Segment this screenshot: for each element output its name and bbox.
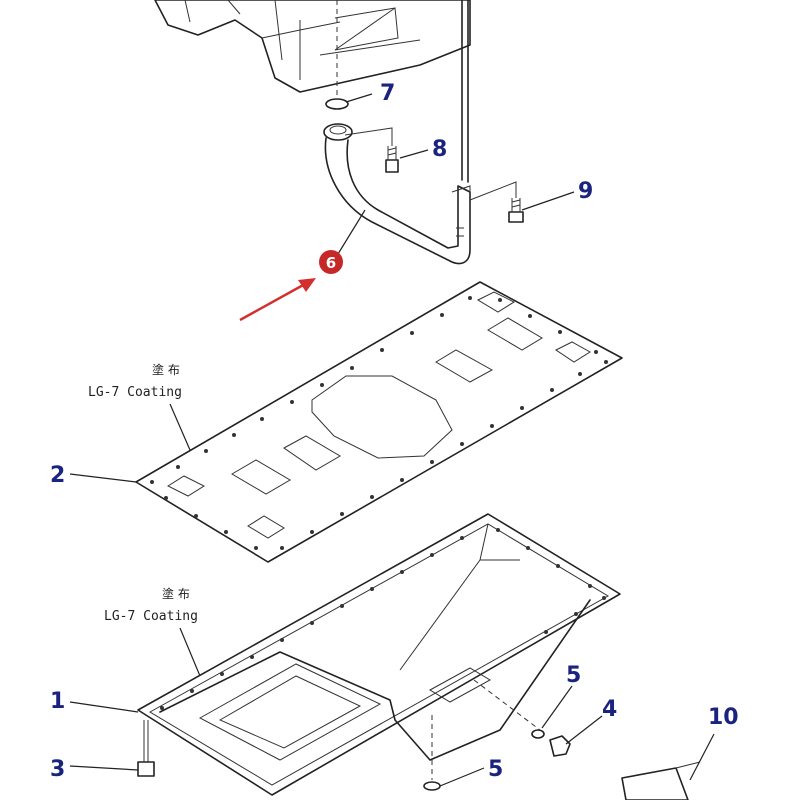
callout-8: 8 [432, 137, 447, 162]
gasket-2 [135, 281, 623, 563]
washer-5-bottom [423, 781, 441, 791]
bolt-8 [344, 127, 399, 173]
part-10-block [621, 761, 701, 800]
callout-3: 3 [50, 757, 65, 782]
callout-10: 10 [708, 705, 739, 730]
bolt-3 [137, 720, 155, 777]
suction-pipe-6 [323, 123, 471, 265]
callout-2: 2 [50, 463, 65, 488]
callout-7: 7 [380, 81, 395, 106]
dipstick-guide [461, 0, 469, 183]
gasket-coating-note-en: LG-7 Coating [88, 385, 182, 400]
engine-block [154, 0, 471, 93]
callout-6-highlight: 6 [319, 250, 343, 274]
pan-coating-note-jp: 塗 布 [162, 586, 190, 601]
callout-9: 9 [578, 179, 593, 204]
callout-4: 4 [602, 697, 617, 722]
callout-5-bottom: 5 [488, 757, 503, 782]
washer-5-right [531, 729, 545, 739]
drain-plug-4 [549, 735, 571, 757]
callout-5-right: 5 [566, 663, 581, 688]
gasket-coating-note-jp: 塗 布 [152, 362, 180, 377]
pan-coating-note-en: LG-7 Coating [104, 609, 198, 624]
bolt-9 [469, 181, 524, 223]
callout-6: 6 [326, 254, 336, 272]
o-ring-7 [325, 0, 349, 110]
highlight-arrow [239, 278, 316, 322]
oil-pan-1 [137, 513, 621, 796]
callout-1: 1 [50, 689, 65, 714]
leader-lines [69, 93, 715, 787]
